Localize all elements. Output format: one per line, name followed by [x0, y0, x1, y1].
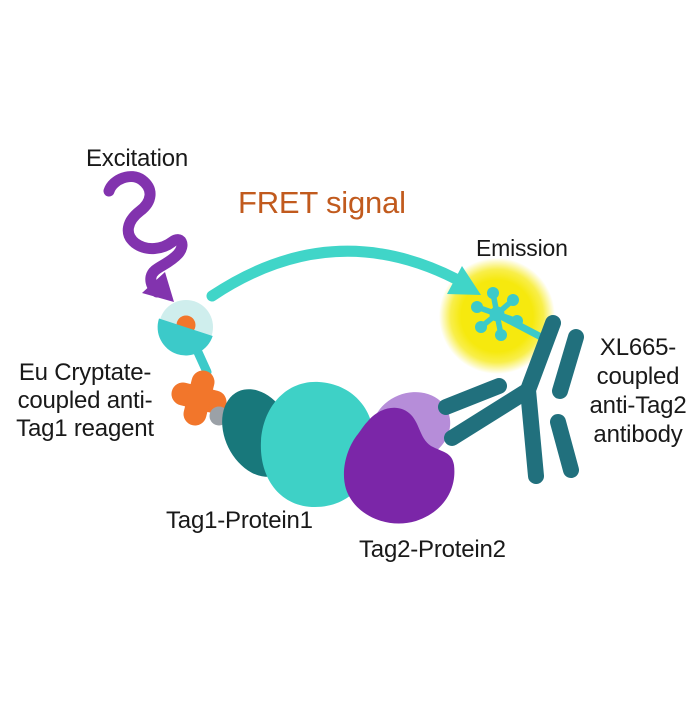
protein2-blob [343, 407, 455, 524]
donor-lower-half [157, 318, 213, 356]
antibody-icon [438, 315, 584, 484]
fret-arc-arrow-icon [206, 245, 481, 302]
excitation-label: Excitation [86, 145, 189, 172]
eu-cryptate-reagent-label: Eu Cryptate- coupled anti- Tag1 reagent [16, 359, 154, 442]
eu-cryptate-donor-bead [157, 300, 213, 377]
cryptate-cross-icon [171, 370, 227, 426]
tag2-protein2-label: Tag2-Protein2 [359, 536, 506, 563]
emission-label: Emission [476, 235, 568, 261]
tag1-protein1-label: Tag1-Protein1 [166, 507, 313, 534]
xl665-fluorophore-icon [471, 287, 523, 341]
fret-signal-label: FRET signal [238, 185, 406, 220]
xl665-antibody-label: XL665- coupled anti-Tag2 antibody [589, 334, 687, 448]
excitation-wavy-arrow-icon [103, 171, 188, 302]
donor-stem [192, 345, 212, 377]
